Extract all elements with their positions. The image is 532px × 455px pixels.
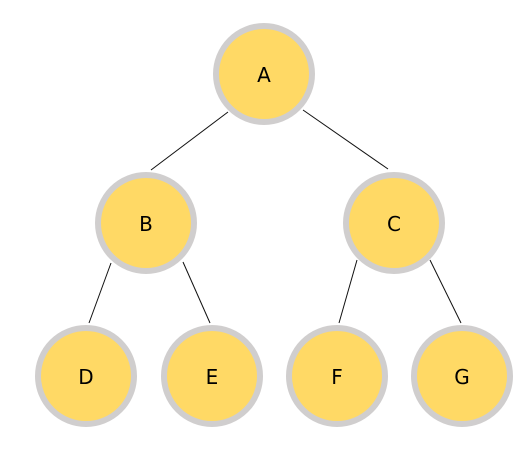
edge-c-f <box>338 259 358 324</box>
node-d-label: D <box>78 365 93 389</box>
node-g[interactable]: G <box>411 325 513 427</box>
edge-c-g <box>429 259 462 324</box>
node-c[interactable]: C <box>343 172 445 274</box>
node-a[interactable]: A <box>213 23 315 125</box>
node-f-circle <box>286 325 388 427</box>
node-b-label: B <box>139 212 153 236</box>
node-b[interactable]: B <box>95 172 197 274</box>
node-c-circle <box>343 172 445 274</box>
node-g-circle <box>411 325 513 427</box>
node-g-label: G <box>454 365 470 389</box>
node-f[interactable]: F <box>286 325 388 427</box>
edge-b-e <box>182 261 211 324</box>
node-f-label: F <box>331 365 343 389</box>
edges-layer <box>88 109 462 324</box>
edge-a-b <box>150 111 229 171</box>
node-b-circle <box>95 172 197 274</box>
node-e-circle <box>161 325 263 427</box>
node-d[interactable]: D <box>35 325 137 427</box>
node-e[interactable]: E <box>161 325 263 427</box>
node-e-label: E <box>206 365 219 389</box>
edge-b-d <box>88 262 112 324</box>
edge-a-c <box>302 109 389 170</box>
node-a-label: A <box>257 63 271 87</box>
node-a-circle <box>213 23 315 125</box>
node-c-label: C <box>387 212 401 236</box>
node-d-circle <box>35 325 137 427</box>
